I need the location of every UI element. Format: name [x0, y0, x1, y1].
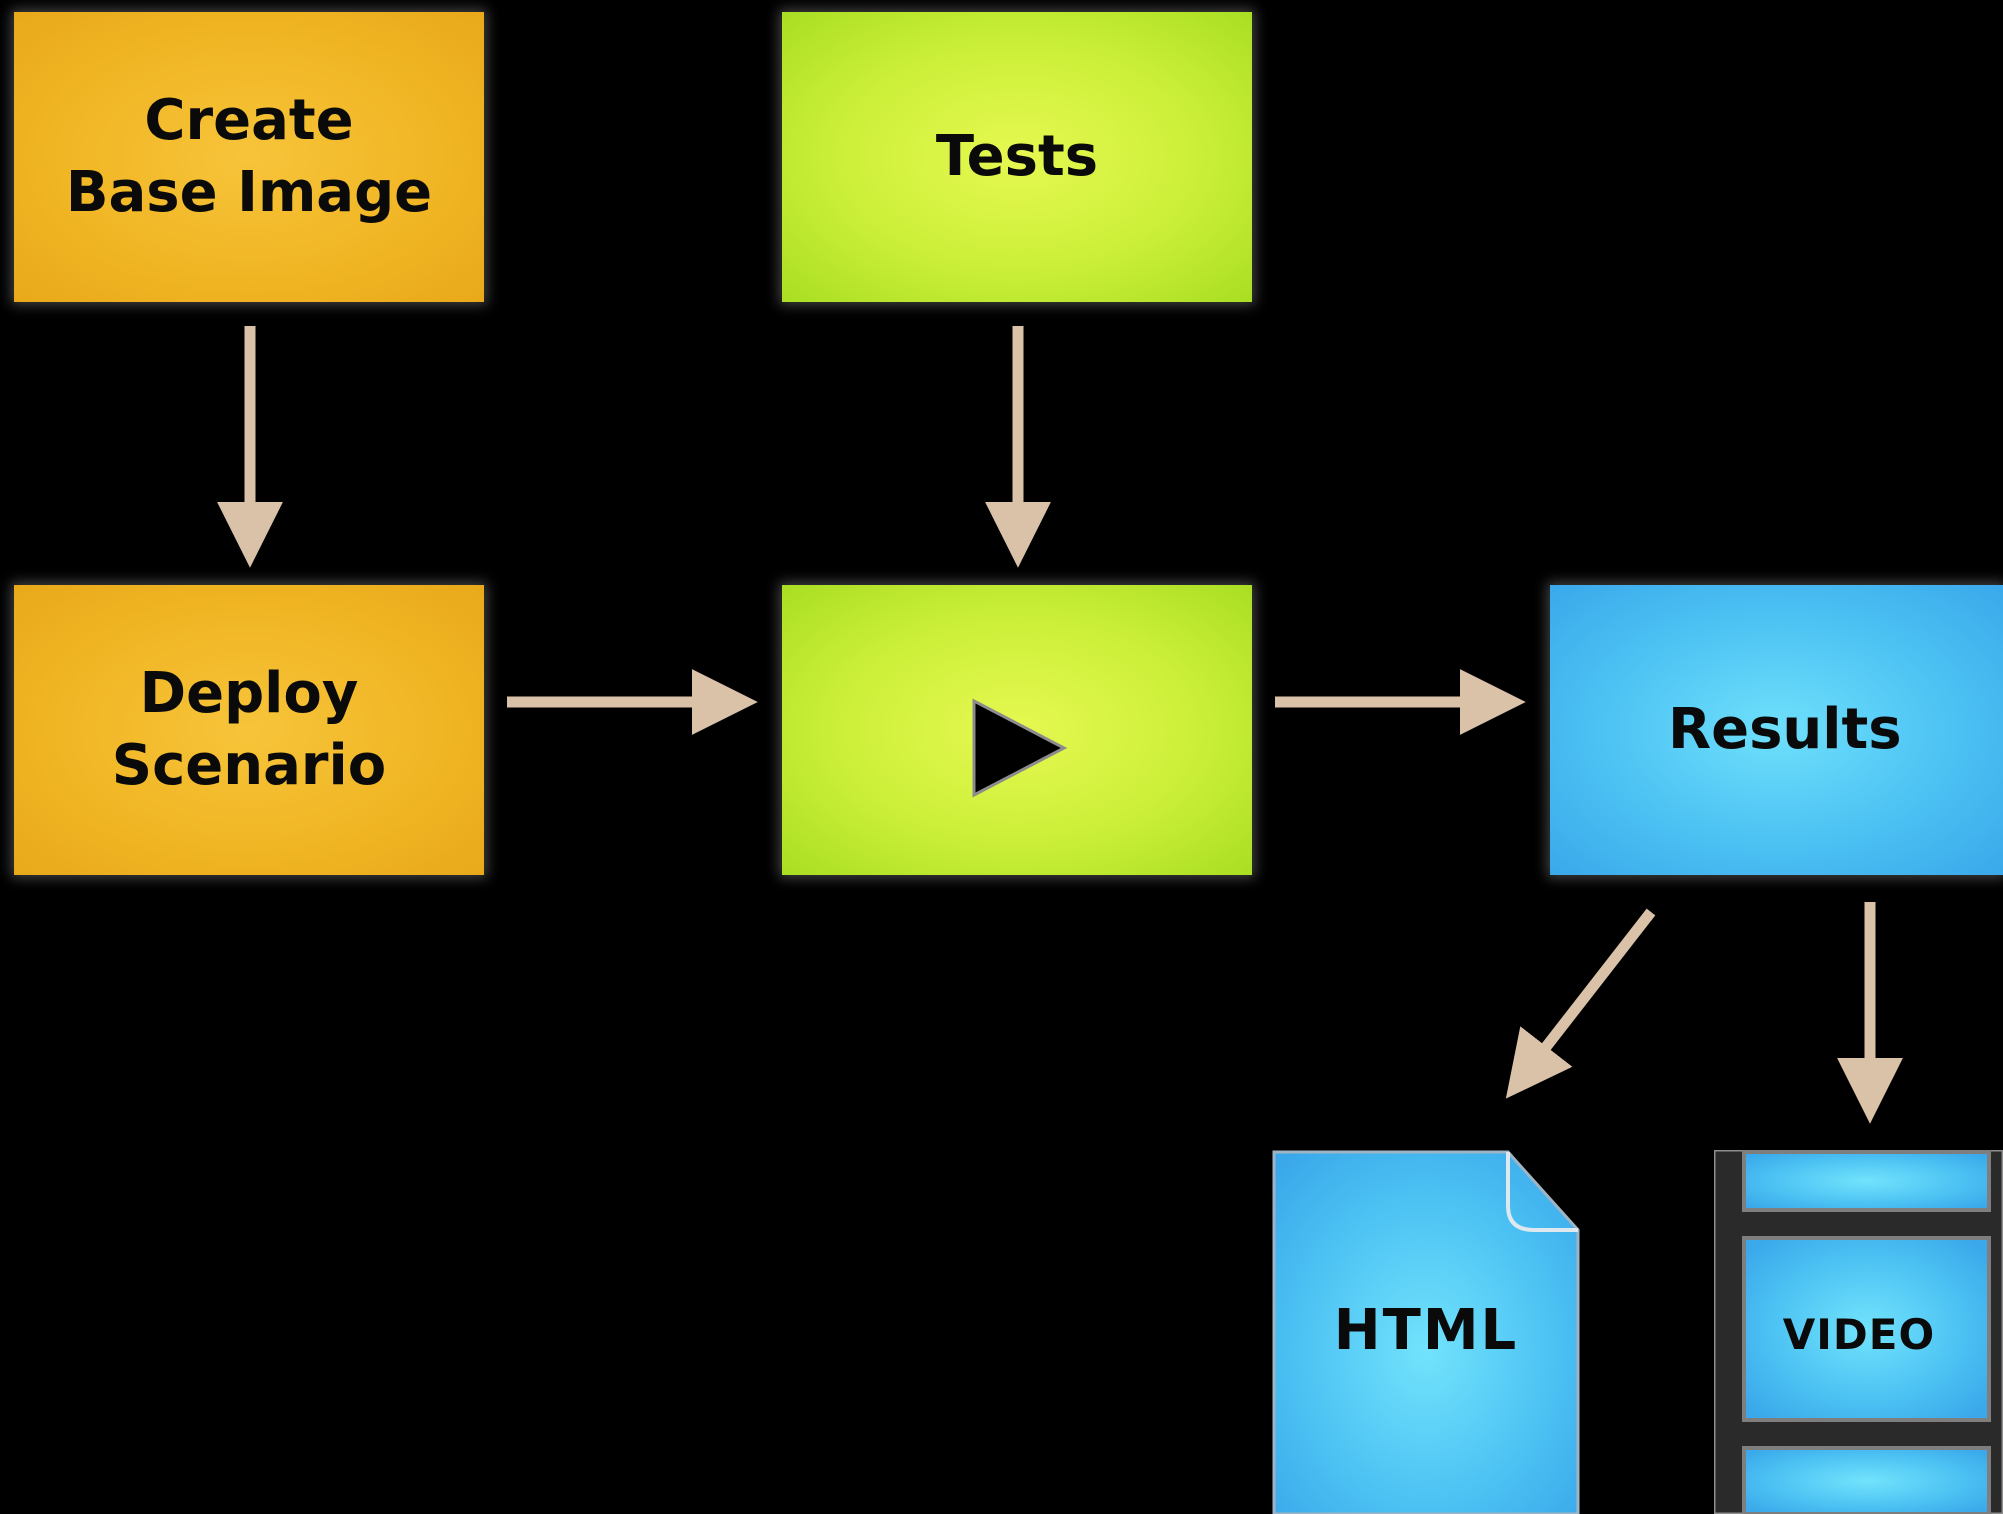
- results-label: Results: [1668, 697, 1902, 763]
- arrow-results-to-html: [1505, 908, 1656, 1099]
- video-output-label: VIDEO: [1782, 1310, 1936, 1359]
- deploy-scenario-label: Deploy Scenario: [111, 661, 387, 798]
- html-output-document: HTML: [1272, 1150, 1580, 1514]
- html-output-label: HTML: [1333, 1298, 1519, 1363]
- run-box: [782, 585, 1252, 875]
- play-icon: [962, 693, 1072, 803]
- tests-label: Tests: [935, 124, 1099, 190]
- tests-box: Tests: [782, 12, 1252, 302]
- deploy-scenario-box: Deploy Scenario: [14, 585, 484, 875]
- create-base-image-label: Create Base Image: [65, 88, 433, 225]
- document-icon: [1272, 1150, 1580, 1514]
- film-strip-icon: [1714, 1150, 2003, 1514]
- video-output-filmstrip: VIDEO: [1714, 1150, 2003, 1514]
- results-box: Results: [1550, 585, 2003, 875]
- create-base-image-box: Create Base Image: [14, 12, 484, 302]
